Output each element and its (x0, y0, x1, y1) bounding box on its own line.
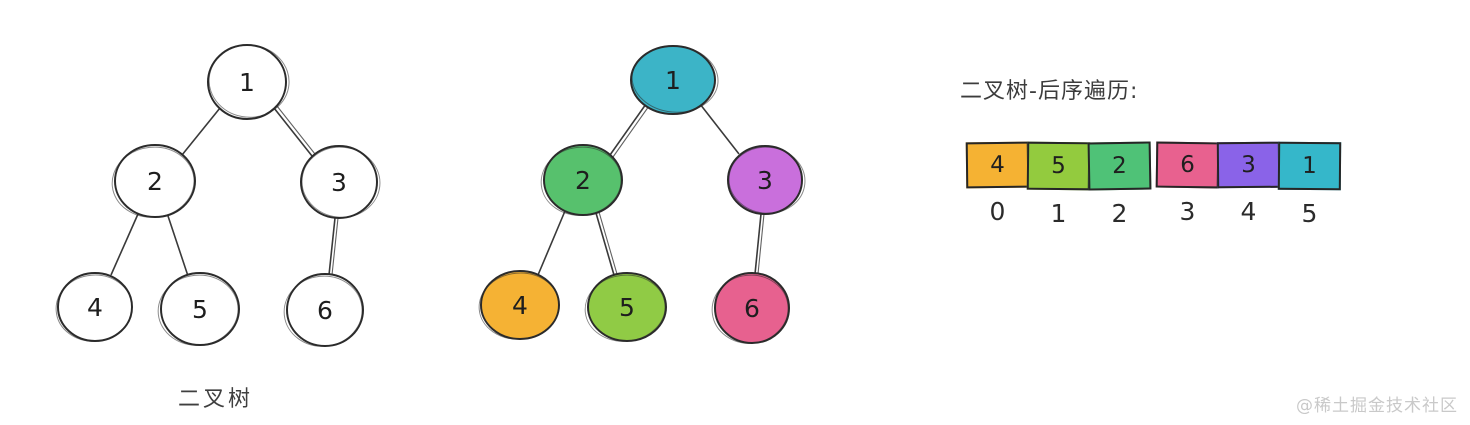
colored-tree-node-3: 3 (727, 145, 806, 215)
array-cell-box: 3 (1216, 141, 1281, 189)
node-sketch-outline (711, 274, 789, 344)
node-sketch-outline (111, 146, 195, 218)
watermark: @稀土掘金技术社区 (1296, 396, 1458, 416)
edge-1-2 (181, 107, 221, 156)
edge-3-6 (328, 217, 336, 276)
array-index-label: 2 (1111, 199, 1128, 228)
array-cell: 5 1 (1026, 141, 1091, 228)
plain-tree-node-3: 3 (300, 145, 381, 219)
node-shape (727, 145, 803, 215)
node-sketch-outline (55, 274, 133, 342)
array-cell-box: 6 (1155, 141, 1220, 189)
traversal-array: 4 0 5 1 2 2 6 3 3 4 1 5 (965, 141, 1342, 228)
node-sketch-outline (728, 146, 806, 214)
node-sketch-outline (283, 275, 363, 347)
array-cell-box: 5 (1026, 141, 1091, 191)
colored-binary-tree: 1 2 3 4 5 6 (478, 45, 806, 344)
edge-2-5 (595, 212, 615, 276)
node-value: 2 (147, 167, 163, 196)
array-cell-box: 2 (1087, 141, 1152, 191)
array-index-label: 5 (1301, 199, 1318, 228)
edge-1-3-sketch (276, 105, 316, 155)
traversal-title: 二叉树-后序遍历: (960, 79, 1139, 104)
edge-1-2 (609, 103, 647, 156)
node-value: 6 (744, 294, 760, 323)
array-index-label: 3 (1179, 197, 1196, 226)
edge-2-5-sketch (598, 211, 618, 275)
array-cell: 4 0 (965, 141, 1030, 226)
node-value: 1 (665, 66, 681, 95)
edge-1-3 (273, 107, 313, 157)
plain-tree-edges (110, 105, 339, 277)
node-sketch-outline (540, 146, 622, 216)
edge-3-6-sketch (757, 213, 765, 275)
plain-tree-node-1: 1 (207, 44, 290, 120)
colored-tree-node-4: 4 (478, 270, 560, 340)
node-value: 3 (757, 166, 773, 195)
colored-tree-node-6: 6 (711, 272, 790, 344)
plain-tree-node-6: 6 (283, 273, 364, 347)
edge-3-6-sketch (331, 217, 339, 276)
node-sketch-outline (584, 274, 666, 342)
plain-tree-node-2: 2 (111, 144, 196, 218)
array-index-label: 0 (989, 197, 1006, 226)
array-cell-box: 1 (1277, 141, 1342, 191)
array-index-label: 4 (1240, 197, 1257, 226)
plain-tree-caption: 二叉树 (178, 387, 254, 412)
node-sketch-outline (157, 274, 239, 346)
edge-2-5 (167, 215, 189, 277)
node-sketch-outline (631, 45, 719, 113)
edge-2-4 (110, 213, 139, 276)
array-cell-box: 4 (965, 141, 1030, 189)
plain-tree-node-4: 4 (55, 272, 133, 342)
colored-tree-edges (537, 103, 765, 276)
node-sketch-outline (208, 44, 290, 118)
array-cell: 3 4 (1216, 141, 1281, 226)
edge-3-6 (754, 213, 762, 275)
edge-1-2-sketch (612, 105, 650, 158)
edge-2-4 (537, 210, 566, 276)
array-cell: 1 5 (1277, 141, 1342, 228)
node-value: 3 (331, 168, 347, 197)
node-sketch-outline (478, 272, 560, 340)
node-value: 1 (239, 68, 255, 97)
node-value: 6 (317, 296, 333, 325)
node-value: 5 (619, 293, 635, 322)
colored-tree-node-2: 2 (540, 144, 623, 216)
array-cell: 2 2 (1087, 141, 1152, 228)
node-value: 4 (512, 291, 528, 320)
node-value: 2 (575, 166, 591, 195)
edge-1-3 (699, 103, 740, 155)
plain-binary-tree: 1 2 3 4 5 6 (55, 44, 381, 347)
colored-tree-node-1: 1 (630, 45, 719, 115)
plain-tree-node-5: 5 (157, 272, 240, 346)
colored-tree-node-5: 5 (584, 272, 667, 342)
array-index-label: 1 (1050, 199, 1067, 228)
node-sketch-outline (301, 146, 381, 218)
array-cell: 6 3 (1155, 141, 1220, 226)
node-value: 5 (192, 295, 208, 324)
node-value: 4 (87, 293, 103, 322)
node-shape (300, 145, 378, 219)
